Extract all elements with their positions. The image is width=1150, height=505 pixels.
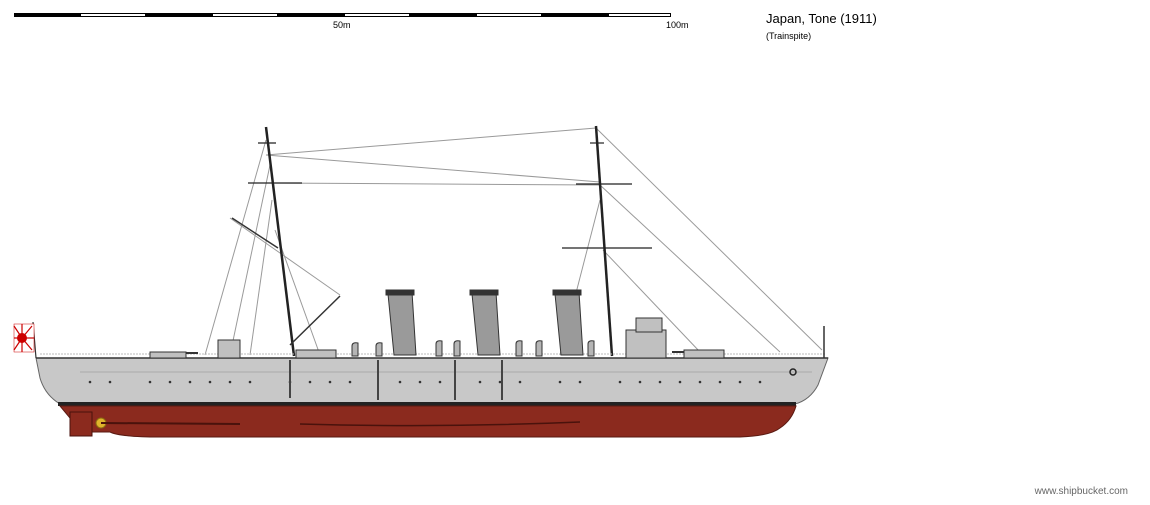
ship-title: Japan, Tone (1911) [766,11,877,26]
boot-topping [58,402,796,406]
superstructure [149,317,725,359]
funnels [385,289,584,356]
yards [248,142,652,249]
hull-lower [58,405,797,438]
bilge-keel [299,421,581,427]
masts [264,125,614,357]
hull-upper [35,357,829,405]
scale-segment [278,13,344,17]
scale-segment [344,13,410,17]
shaft [100,422,241,425]
rudder [69,411,93,437]
ventilators [351,340,595,357]
rising-sun-ensign [13,321,37,359]
scale-segment [542,13,608,17]
watermark: www.shipbucket.com [1034,486,1128,497]
portholes [88,380,762,384]
scale-segment [212,13,278,17]
scale-bar [14,13,671,19]
scale-segment [146,13,212,17]
scale-label-100m: 100m [666,20,689,30]
scale-segment [476,13,542,17]
rigging [204,127,823,356]
scale-segment [14,13,80,17]
scale-segment [410,13,476,17]
scale-segment [80,13,146,17]
scale-segment [608,13,671,17]
derrick [231,217,341,346]
scale-label-50m: 50m [333,20,351,30]
ship-author: (Trainspite) [766,31,812,41]
